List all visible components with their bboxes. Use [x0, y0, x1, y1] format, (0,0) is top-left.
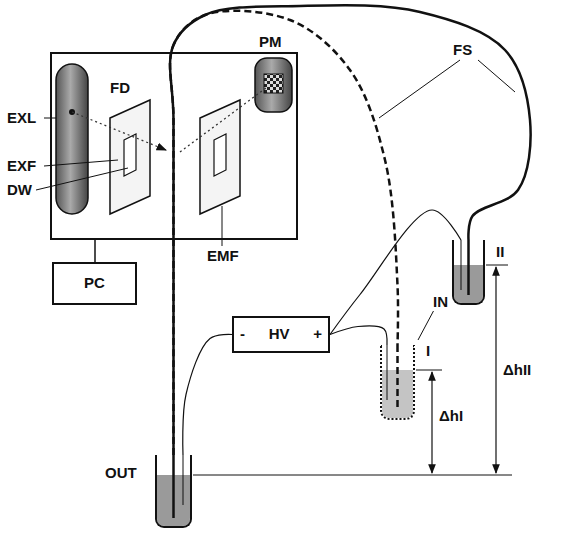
leader-line	[418, 310, 434, 340]
node-text: OUT	[105, 465, 137, 482]
node-text: -	[240, 326, 245, 343]
level-line	[486, 265, 508, 266]
height-arrow	[495, 267, 496, 473]
excitation-lamp	[56, 64, 88, 214]
dimension-label: ΔhI	[438, 408, 464, 425]
capillary-line	[170, 11, 398, 455]
node-text: FD	[110, 80, 130, 97]
part-label: EXF	[6, 158, 37, 175]
capillary-end	[467, 240, 470, 295]
part-label: EMF	[206, 248, 240, 265]
node-text: I	[426, 343, 430, 360]
emission-filter	[200, 100, 240, 214]
node-text: HV	[269, 326, 290, 343]
height-arrow	[431, 372, 432, 473]
excitation-filter	[110, 100, 150, 214]
node-text: PC	[84, 275, 105, 292]
capillary-line	[170, 5, 531, 455]
level-line	[416, 370, 442, 371]
wire-line	[330, 326, 387, 345]
part-label: EXL	[6, 110, 37, 127]
leader-line	[44, 160, 118, 166]
wire-line	[183, 334, 232, 455]
photocathode	[264, 74, 283, 93]
filter-slot	[214, 134, 226, 176]
power-supply-box: - HV +	[232, 316, 330, 353]
wire-line	[94, 240, 96, 262]
part-label: IN	[432, 294, 449, 311]
leader-line	[379, 60, 460, 118]
photomultiplier	[255, 58, 292, 112]
computer-box: PC	[52, 262, 137, 305]
emission-light	[180, 88, 266, 152]
capillary-end	[396, 345, 399, 408]
excitation-light	[72, 112, 166, 150]
electrode	[183, 455, 184, 505]
leader-line	[478, 60, 515, 92]
node-text: +	[313, 326, 322, 343]
capillary-end	[172, 455, 175, 518]
electrode	[387, 345, 388, 400]
node-text: II	[496, 244, 504, 261]
outlet-vial: OUT	[155, 455, 192, 528]
leader-line	[222, 206, 223, 246]
part-label: FS	[452, 42, 473, 59]
part-label: PM	[258, 34, 283, 51]
detector-housing: FD	[50, 52, 298, 240]
electrode	[461, 240, 462, 290]
dimension-label: ΔhII	[502, 362, 532, 379]
detection-window	[124, 134, 136, 176]
inlet-vial: II	[452, 240, 485, 305]
part-label: DW	[6, 182, 33, 199]
reference-level	[193, 475, 512, 476]
inlet-vial: I	[380, 345, 415, 420]
